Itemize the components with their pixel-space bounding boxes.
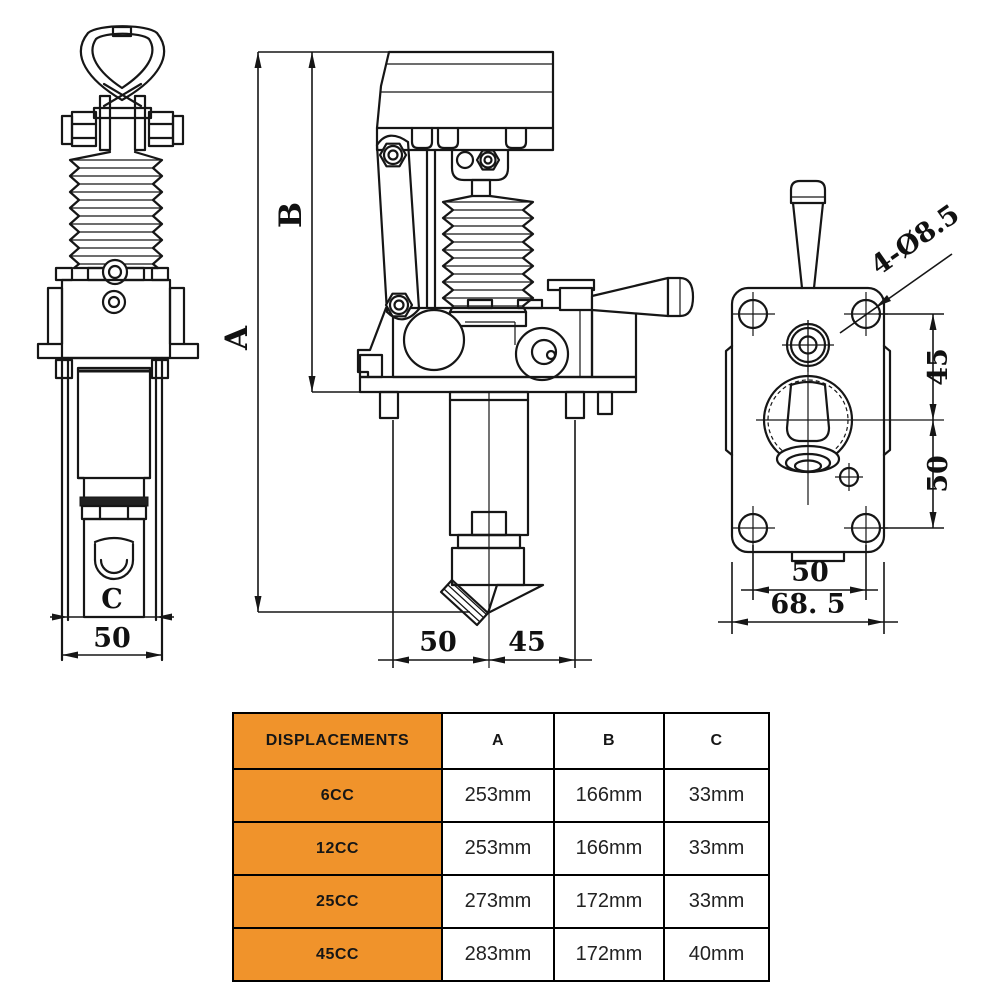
col-header-b: B	[553, 712, 665, 770]
dim-label-back-45: 45	[923, 348, 954, 386]
table-row: 45CC 283mm 172mm 40mm	[232, 927, 770, 982]
dim-label-back-50-vertical: 50	[923, 455, 954, 493]
dim-label-total-width: 68. 5	[770, 589, 845, 620]
dim-label-side-45: 45	[508, 627, 546, 658]
dim-label-a: A	[219, 325, 255, 351]
row-label: 25CC	[232, 874, 443, 929]
dim-label-c: C	[101, 584, 123, 615]
value-c: 33mm	[663, 768, 770, 823]
technical-drawing: C 50	[36, 25, 965, 668]
side-view: A B 50 45	[219, 50, 695, 668]
col-header-c: C	[663, 712, 770, 770]
table-row: 12CC 253mm 166mm 33mm	[232, 821, 770, 876]
value-a: 253mm	[441, 768, 555, 823]
table-row: 25CC 273mm 172mm 33mm	[232, 874, 770, 929]
col-header-displacements: DISPLACEMENTS	[232, 712, 443, 770]
row-label: 45CC	[232, 927, 443, 982]
row-label: 6CC	[232, 768, 443, 823]
dim-label-holes: 4-Ø8.5	[865, 199, 965, 282]
dim-label-back-50-bottom: 50	[791, 557, 829, 588]
dim-label-front-width: 50	[93, 623, 131, 654]
table-row: 6CC 253mm 166mm 33mm	[232, 768, 770, 823]
row-label: 12CC	[232, 821, 443, 876]
value-c: 33mm	[663, 874, 770, 929]
col-header-a: A	[441, 712, 555, 770]
value-a: 283mm	[441, 927, 555, 982]
value-a: 273mm	[441, 874, 555, 929]
value-a: 253mm	[441, 821, 555, 876]
back-view: 4-Ø8.5 45 50 50 68. 5	[718, 179, 965, 634]
value-b: 166mm	[553, 821, 665, 876]
dimensions-table: DISPLACEMENTS A B C 6CC 253mm 166mm 33mm…	[232, 712, 770, 982]
dim-label-b: B	[273, 202, 309, 228]
value-c: 40mm	[663, 927, 770, 982]
value-c: 33mm	[663, 821, 770, 876]
front-view: C 50	[36, 25, 200, 662]
table-header-row: DISPLACEMENTS A B C	[232, 712, 770, 770]
value-b: 172mm	[553, 927, 665, 982]
dim-label-side-50: 50	[419, 627, 457, 658]
value-b: 172mm	[553, 874, 665, 929]
value-b: 166mm	[553, 768, 665, 823]
